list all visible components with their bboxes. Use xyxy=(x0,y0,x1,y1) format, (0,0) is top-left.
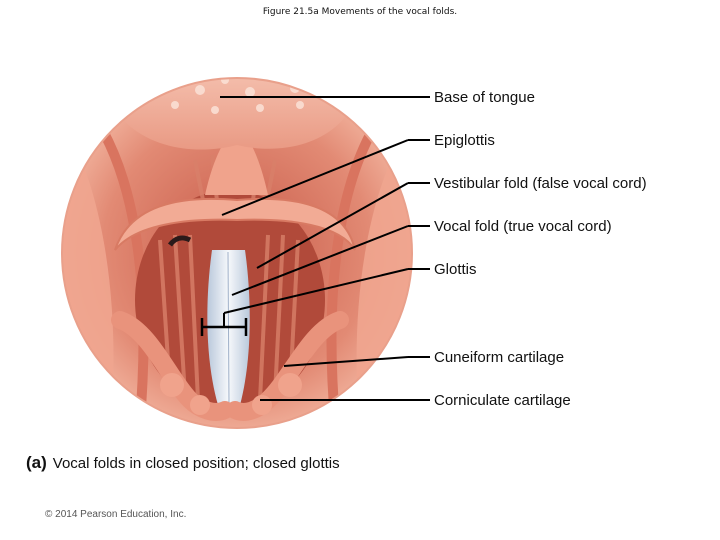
leader-vestibular-fold xyxy=(256,182,409,269)
caption-text: Vocal folds in closed position; closed g… xyxy=(52,455,340,472)
label-epiglottis: Epiglottis xyxy=(434,132,495,149)
leader-glottis-diag xyxy=(223,268,409,314)
caption-tag: (a) xyxy=(26,453,47,472)
leader-vocal-fold xyxy=(231,225,409,296)
figure-title: Figure 21.5a Movements of the vocal fold… xyxy=(262,7,458,17)
figure-caption: (a) Vocal folds in closed position; close… xyxy=(26,453,340,473)
leader-epiglottis xyxy=(221,139,409,216)
label-vocal-fold: Vocal fold (true vocal cord) xyxy=(434,218,612,235)
leader-lines xyxy=(220,96,430,401)
label-corniculate-cartilage: Corniculate cartilage xyxy=(434,392,571,409)
label-cuneiform-cartilage: Cuneiform cartilage xyxy=(434,349,565,366)
larynx-view xyxy=(62,78,412,428)
copyright-notice: © 2014 Pearson Education, Inc. xyxy=(45,509,187,520)
leader-cuneiform xyxy=(283,356,409,367)
label-glottis: Glottis xyxy=(434,261,477,278)
label-base-of-tongue: Base of tongue xyxy=(434,89,535,106)
label-vestibular-fold: Vestibular fold (false vocal cord) xyxy=(434,175,647,192)
